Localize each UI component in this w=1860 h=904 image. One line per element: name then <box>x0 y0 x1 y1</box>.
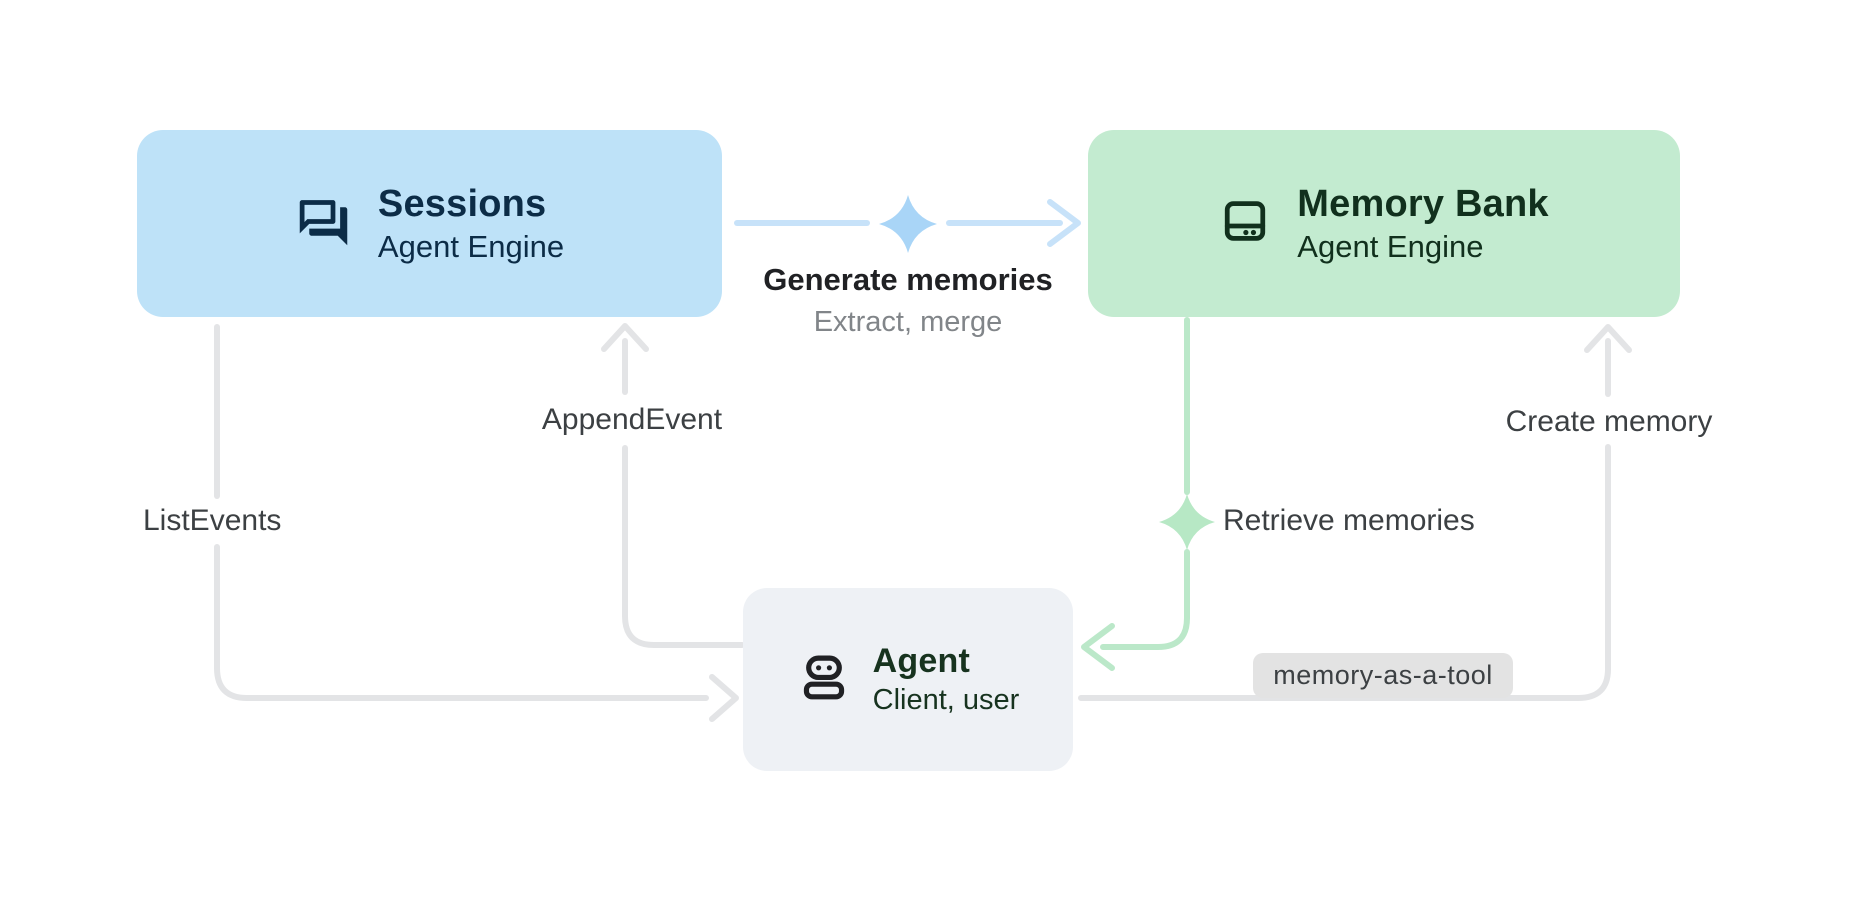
append-event-label: AppendEvent <box>541 403 723 436</box>
retrieve-memories-label: Retrieve memories <box>1223 504 1475 537</box>
arrowhead-right-icon <box>709 674 739 722</box>
create-memory-arrow <box>1078 324 1632 701</box>
generate-memories-arrow <box>734 199 1081 247</box>
sessions-title: Sessions <box>377 182 547 225</box>
extract-merge-label: Extract, merge <box>813 306 1003 338</box>
node-sessions: Sessions Agent Engine <box>137 130 722 317</box>
arrowhead-right-icon <box>1047 199 1081 247</box>
retrieve-memories-arrow <box>1081 317 1190 671</box>
memory-as-a-tool-badge: memory-as-a-tool <box>1253 653 1513 698</box>
robot-icon <box>797 650 851 709</box>
arrowhead-left-icon <box>1081 623 1115 671</box>
list-events-label: ListEvents <box>143 504 282 537</box>
generate-memories-label: Generate memories <box>763 262 1053 297</box>
arrowhead-up-icon <box>601 323 649 352</box>
node-agent: Agent Client, user <box>743 588 1073 771</box>
list-events-arrow <box>214 324 739 722</box>
agent-subtitle: Client, user <box>872 684 1020 716</box>
create-memory-label: Create memory <box>1505 405 1713 438</box>
node-memory-bank: Memory Bank Agent Engine <box>1088 130 1680 317</box>
append-event-arrow <box>601 323 745 648</box>
chat-bubbles-icon <box>295 193 352 255</box>
agent-title: Agent <box>872 642 970 680</box>
storage-icon <box>1219 195 1271 252</box>
memory-bank-title: Memory Bank <box>1297 182 1549 225</box>
sparkle-green-icon <box>1159 494 1215 550</box>
arrowhead-up-icon <box>1584 324 1632 353</box>
memory-bank-subtitle: Agent Engine <box>1297 228 1484 264</box>
sparkle-blue-icon <box>879 195 937 253</box>
sessions-subtitle: Agent Engine <box>377 228 565 264</box>
